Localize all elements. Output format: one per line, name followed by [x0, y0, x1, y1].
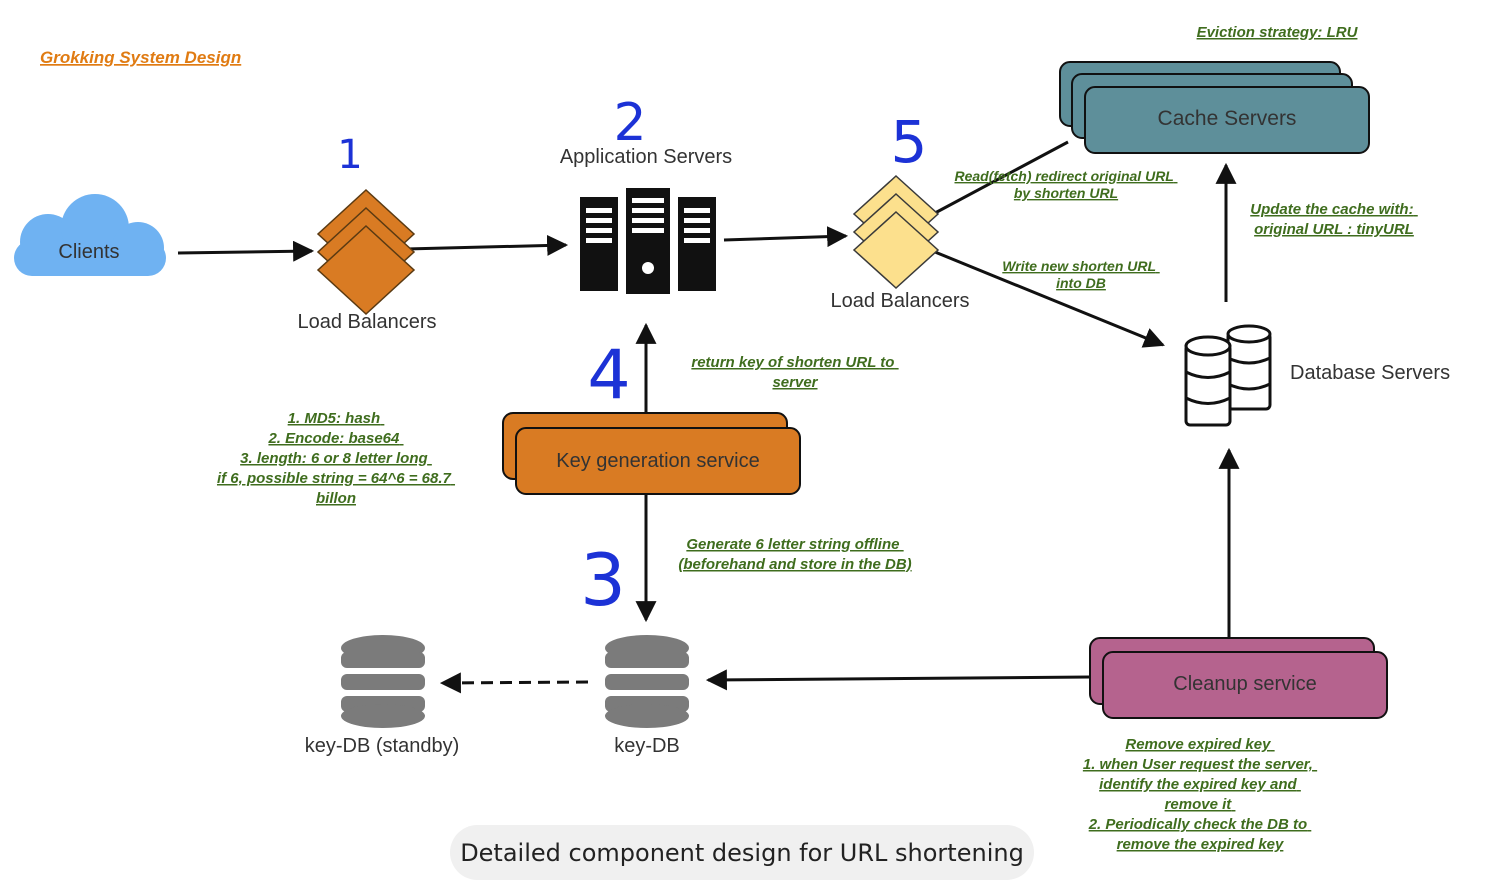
- clients-node: Clients: [14, 194, 166, 276]
- step-5: 5: [891, 108, 928, 176]
- edge-keydb-standby: [439, 672, 589, 694]
- step-3: 3: [580, 538, 626, 622]
- note-write-new: Write new shorten URL into DB: [1002, 258, 1159, 291]
- note-generate: Generate 6 letter string offline (before…: [678, 536, 911, 573]
- database-icon: [605, 635, 689, 728]
- clients-label: Clients: [58, 241, 119, 263]
- cleanup-label: Cleanup service: [1173, 673, 1316, 695]
- step-4: 4: [587, 336, 630, 415]
- cache-servers: Cache Servers: [1059, 61, 1370, 154]
- edge-app-lb2: [723, 226, 849, 248]
- key-db: key-DB: [605, 635, 689, 757]
- note-update-cache: Update the cache with: original URL : ti…: [1250, 201, 1418, 238]
- db-label: Database Servers: [1290, 362, 1450, 384]
- step-2: 2: [613, 93, 646, 153]
- edge-cleanup-keydb: [705, 669, 1091, 691]
- diagram-caption: Detailed component design for URL shorte…: [450, 825, 1034, 880]
- load-balancer-1: Load Balancers: [298, 188, 437, 333]
- app-servers: Application Servers: [560, 146, 732, 294]
- keydb-label: key-DB: [614, 735, 680, 757]
- lb2-label: Load Balancers: [831, 290, 970, 312]
- edge-lb2-db: [934, 250, 1165, 348]
- step-numbers: 1 2 3 4 5: [337, 93, 927, 622]
- step-1: 1: [337, 132, 362, 178]
- database-servers: Database Servers: [1184, 324, 1450, 427]
- lb1-label: Load Balancers: [298, 311, 437, 333]
- edge-lb2-cache: [934, 140, 1069, 215]
- keydb-standby-label: key-DB (standby): [305, 735, 460, 757]
- diamond-stack-icon: [852, 174, 940, 290]
- cloud-icon: [14, 194, 166, 276]
- server-rack-icon: [580, 188, 716, 294]
- database-stack-icon: [1184, 324, 1272, 427]
- cleanup-service: Cleanup service: [1089, 637, 1388, 719]
- note-hash: 1. MD5: hash 2. Encode: base64 3. length…: [217, 410, 455, 507]
- annotations: Eviction strategy: LRU Read(fetch) redir…: [217, 24, 1418, 853]
- key-db-standby: key-DB (standby): [305, 635, 460, 757]
- note-return-key: return key of shorten URL to server: [691, 354, 898, 391]
- note-remove-expired: Remove expired key 1. when User request …: [1083, 736, 1317, 853]
- database-icon: [341, 635, 425, 728]
- connectors: [177, 140, 1240, 694]
- page-title: Grokking System Design: [40, 48, 241, 67]
- load-balancer-2: Load Balancers: [831, 174, 970, 312]
- note-read-fetch: Read(fetch) redirect original URL by sho…: [954, 168, 1177, 201]
- note-eviction: Eviction strategy: LRU: [1197, 24, 1359, 41]
- edge-clients-lb1: [177, 240, 315, 262]
- app-servers-label: Application Servers: [560, 146, 732, 168]
- cache-label: Cache Servers: [1158, 107, 1297, 130]
- key-generation-service: Key generation service: [502, 412, 801, 495]
- diamond-stack-icon: [316, 188, 416, 316]
- edge-lb1-app: [405, 234, 569, 256]
- kgs-label: Key generation service: [556, 450, 759, 472]
